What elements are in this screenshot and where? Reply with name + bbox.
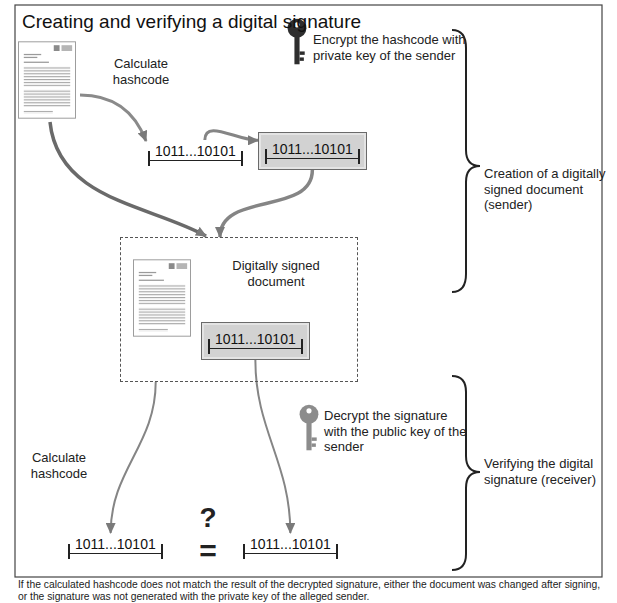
hashcode-text: 1011...10101 [68,535,163,554]
flow-arrow [111,382,156,533]
document-icon [133,247,191,349]
annotation-label: Calculate hashcode [20,450,98,481]
annotation-label: Verifying the digital signature (receive… [484,456,608,487]
hashcode-box: 1011...10101 [68,533,163,560]
signed-document-box: Digitally signed document 1011...10101 [120,237,358,382]
annotation-label: Calculate hashcode [100,56,182,87]
hash-arrow [80,95,146,141]
sender-brace [452,30,480,292]
annotation-label: = [194,536,222,566]
hashcode-box: 1011...10101 [201,322,310,360]
flow-arrow [205,131,258,141]
frame [15,5,602,577]
receiver-brace [452,376,480,570]
document-icon [18,42,75,118]
flow-arrow [255,360,290,533]
annotation-label: ? [196,504,220,532]
flow-arrow [220,170,312,237]
hashcode-text: 1011...10101 [148,142,243,161]
hashcode-text: 1011...10101 [243,535,338,554]
merge-arrow [50,122,206,236]
hashcode-text: 1011...10101 [265,140,360,159]
diagram-title: Creating and verifying a digital signatu… [22,11,361,34]
hashcode-text: 1011...10101 [208,330,303,349]
annotation-label: Creation of a digitally signed document … [484,166,612,213]
hashcode-box: 1011...10101 [148,140,243,167]
box-title: Digitally signed document [217,258,335,289]
public-key-icon [300,405,319,450]
footnote-caption: If the calculated hashcode does not matc… [18,579,610,603]
annotation-label: Decrypt the signature with the public ke… [324,408,474,455]
hashcode-box: 1011...10101 [243,533,338,560]
annotation-label: Encrypt the hashcode with private key of… [313,32,493,63]
hashcode-box: 1011...10101 [258,132,367,170]
